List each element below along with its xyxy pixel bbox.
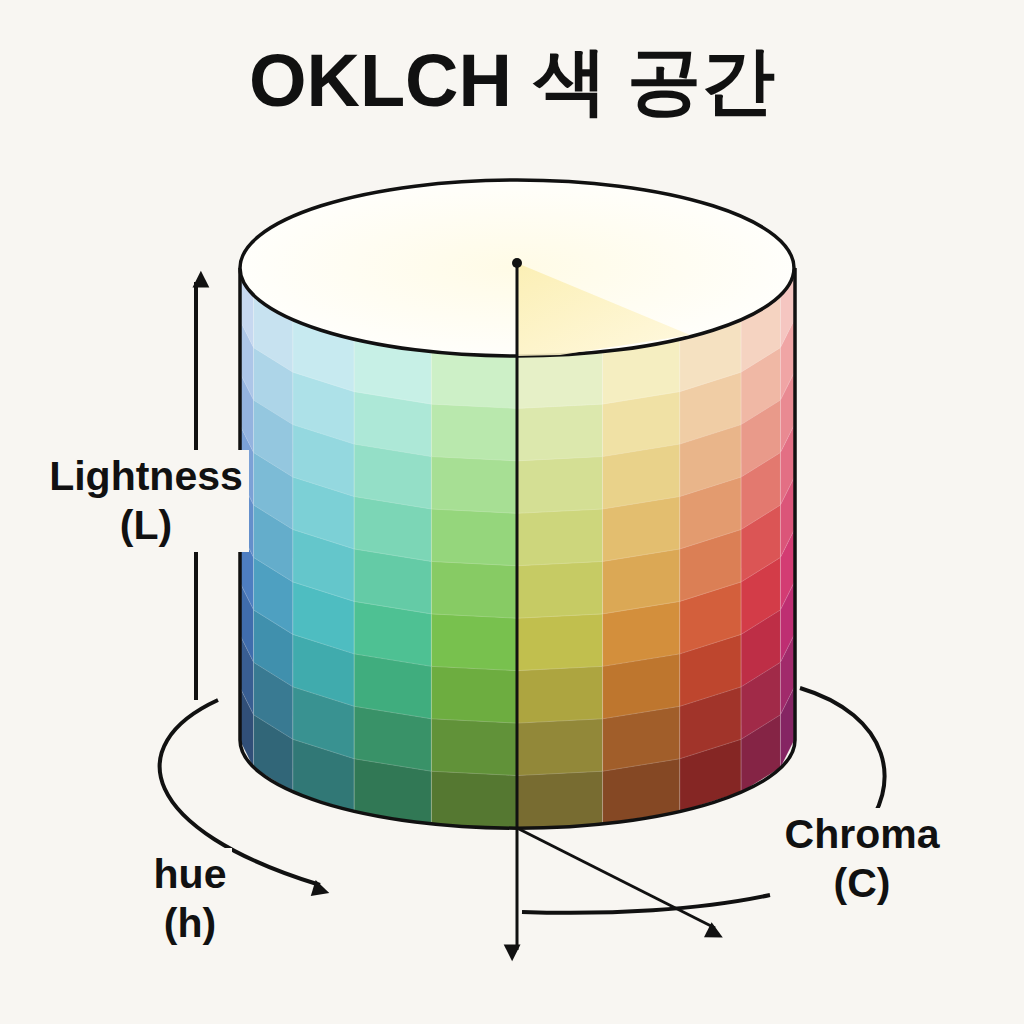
- chroma-axis: [517, 828, 715, 928]
- color-cell: [431, 509, 517, 566]
- color-cell: [431, 614, 517, 671]
- axis-label: hue (h): [148, 848, 233, 950]
- color-cell: [517, 771, 603, 828]
- color-cell: [431, 771, 517, 828]
- chroma-orbit-lower: [522, 895, 770, 913]
- color-cell: [680, 739, 741, 811]
- color-cell: [517, 719, 603, 776]
- color-cell: [517, 509, 603, 566]
- color-cell: [431, 404, 517, 461]
- hue-wedge: [517, 263, 690, 356]
- lightness-axis: [516, 263, 519, 950]
- color-cell: [517, 614, 603, 671]
- axis-label: Chroma (C): [779, 808, 946, 910]
- axis-top-dot: [512, 258, 522, 268]
- color-cell: [517, 352, 603, 409]
- color-cell: [240, 688, 254, 768]
- color-cell: [431, 666, 517, 723]
- color-cell: [431, 457, 517, 514]
- title: OKLCH 색 공간: [0, 40, 1024, 121]
- color-cell: [431, 352, 517, 409]
- color-cell: [517, 666, 603, 723]
- color-cell: [431, 561, 517, 618]
- color-cell: [293, 739, 354, 811]
- axis-label: Lightness (L): [43, 450, 249, 552]
- color-cell: [517, 404, 603, 461]
- color-cell: [431, 719, 517, 776]
- color-cell: [517, 457, 603, 514]
- color-cell: [517, 561, 603, 618]
